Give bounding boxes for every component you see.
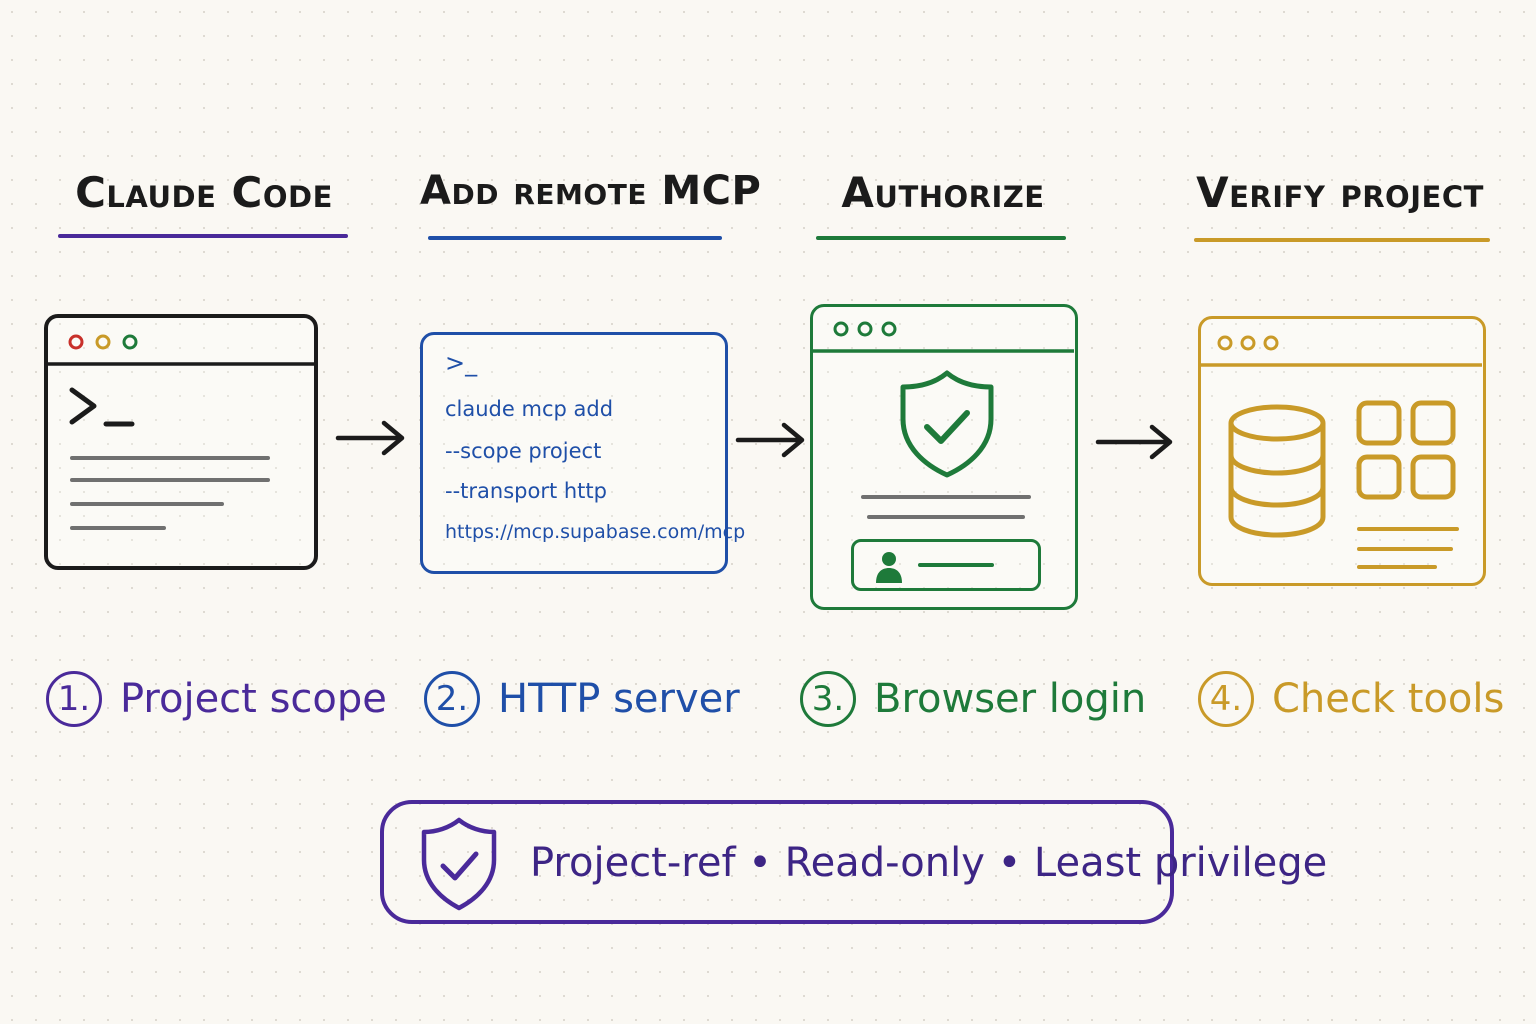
step-3: 3. Browser login: [800, 668, 1146, 730]
arrow-right-icon: [735, 422, 805, 458]
command-line-3: --transport http: [445, 479, 607, 503]
step-label-2: HTTP server: [498, 676, 740, 722]
command-prompt: >_: [445, 349, 478, 377]
grid-icon: [1356, 400, 1456, 500]
security-banner-text: Project-ref • Read-only • Least privileg…: [530, 840, 1328, 886]
login-field-line: [918, 563, 994, 567]
step-4: 4. Check tools: [1198, 668, 1504, 730]
step-label-4: Check tools: [1272, 676, 1505, 722]
step-label-3: Browser login: [874, 676, 1147, 722]
heading-claude-code: Claude Code: [75, 168, 333, 217]
heading-underline-1: [58, 234, 348, 238]
step-number-3: 3.: [800, 671, 856, 727]
command-line-1: claude mcp add: [445, 397, 614, 421]
terminal-icon: [48, 334, 314, 530]
mcp-command-card: >_ claude mcp add --scope project --tran…: [420, 332, 745, 574]
verify-project-card: [1198, 316, 1486, 586]
command-line-2: --scope project: [445, 439, 602, 463]
database-icon: [1228, 404, 1326, 538]
browser-window-frame: [813, 321, 1074, 519]
step-number-4: 4.: [1198, 671, 1254, 727]
authorize-window-card: [810, 304, 1078, 610]
terminal-window-card: [44, 314, 318, 570]
arrow-right-icon: [1095, 424, 1173, 460]
shield-check-icon: [900, 370, 994, 478]
shield-check-icon: [421, 817, 497, 911]
security-banner: Project-ref • Read-only • Least privileg…: [380, 800, 1327, 924]
step-1: 1. Project scope: [46, 668, 387, 730]
step-number-1: 1.: [46, 671, 102, 727]
arrow-right-icon: [335, 420, 405, 456]
heading-underline-2: [428, 236, 722, 240]
step-number-2: 2.: [424, 671, 480, 727]
heading-add-remote-mcp: Add remote MCP: [420, 168, 762, 214]
project-window-frame: [1201, 335, 1482, 569]
heading-verify-project: Verify project: [1196, 168, 1484, 217]
heading-underline-3: [816, 236, 1066, 240]
user-icon: [876, 552, 902, 583]
step-2: 2. HTTP server: [424, 668, 740, 730]
heading-underline-4: [1194, 238, 1490, 242]
heading-authorize: Authorize: [841, 168, 1045, 217]
command-line-4: https://mcp.supabase.com/mcp: [445, 521, 746, 543]
step-label-1: Project scope: [120, 676, 387, 722]
login-user-field: [851, 539, 1041, 591]
